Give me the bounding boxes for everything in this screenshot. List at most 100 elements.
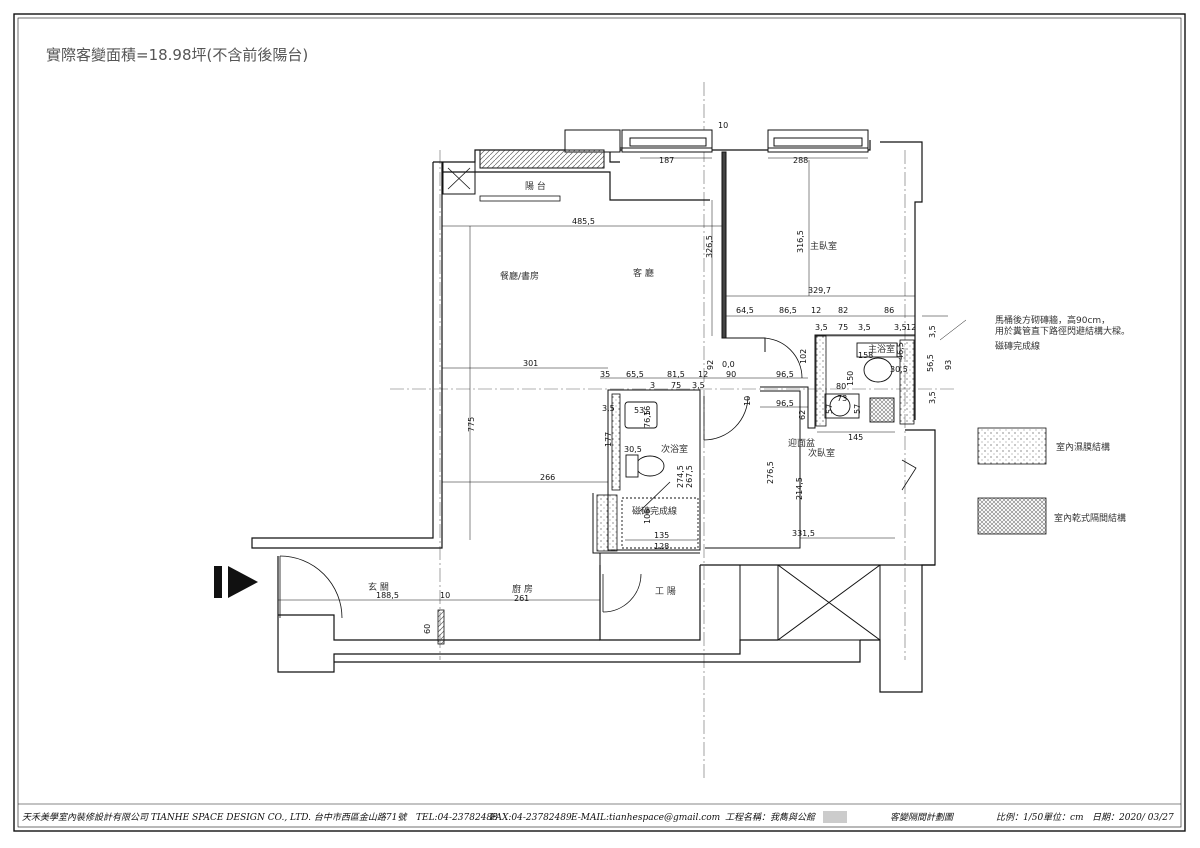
dim-label: 150: [846, 371, 855, 386]
balcony-planter: [479, 149, 605, 169]
dim-label: 56,5: [926, 354, 935, 372]
dim-label: 274,5: [676, 465, 685, 488]
dim-label: 75: [838, 323, 848, 332]
footer-project: 工程名稱：我雋與公館: [725, 812, 817, 823]
entrance-marker: [214, 566, 222, 598]
dim-label: 329,7: [808, 286, 831, 295]
dim-label: 30,5: [624, 445, 642, 454]
dim-label: 60: [423, 624, 432, 634]
dim-label: 3,5: [692, 381, 705, 390]
footer-fax: FAX:04-23782489: [489, 813, 572, 823]
dim-label: 326,5: [705, 235, 714, 258]
dim-label: 86,5: [779, 306, 797, 315]
room-label-service: 工 陽: [655, 586, 676, 597]
master-bath-wet-wall-2: [899, 339, 915, 425]
sheet-border: [13, 13, 1186, 832]
legend-wet-swatch: [977, 427, 1047, 465]
dim-label: 30,5: [890, 365, 908, 374]
dim-label: 12: [906, 323, 916, 332]
kitchen-pillar: [437, 609, 445, 645]
dim-label: 145: [848, 433, 863, 442]
dim-label: 53: [634, 406, 644, 415]
dim-label: 16: [643, 406, 652, 416]
dim-label: 46,5: [896, 342, 905, 360]
exterior-walls: [251, 140, 936, 693]
room-label-living: 客 廳: [633, 267, 654, 279]
dim-label: 331,5: [792, 529, 815, 538]
room-label-kitchen: 廚 房: [512, 583, 533, 595]
sheet-inner-border: [17, 17, 1182, 828]
interior-partitions: [592, 151, 915, 641]
room-label-second-bedroom: 次臥室: [808, 447, 835, 459]
dim-label: 3,5: [602, 404, 615, 413]
footer-email: E-MAIL:tianhespace@gmail.com: [570, 813, 720, 823]
balcony-door: [479, 195, 561, 202]
dim-label: 267,5: [685, 465, 694, 488]
dim-label: 96,5: [776, 399, 794, 408]
room-label-master-bath: 主浴室: [868, 343, 895, 355]
dim-label: 261: [514, 594, 529, 603]
dim-label: 3,5: [928, 325, 937, 338]
dim-label: 75: [671, 381, 681, 390]
dim-label: 0,0: [722, 360, 735, 369]
dim-label: 65,5: [626, 370, 644, 379]
dim-label: 158: [858, 351, 873, 360]
balcony-shaft-cross: [447, 167, 471, 190]
dim-label: 80: [836, 382, 846, 391]
dim-label: 76,5: [643, 410, 652, 428]
legend-dry-label: 室內乾式隔間結構: [1054, 512, 1126, 524]
entrance-arrow-icon: [228, 566, 258, 598]
dim-label: 86: [884, 306, 894, 315]
dim-label: 177: [604, 432, 613, 447]
room-label-entrance: 玄 關: [368, 581, 389, 593]
dim-label: 64,5: [736, 306, 754, 315]
dim-label: 96,5: [776, 370, 794, 379]
room-label-balcony: 陽 台: [525, 180, 546, 192]
dim-label: 3,5: [928, 391, 937, 404]
room-label-vanity: 迎面盆: [788, 437, 815, 449]
footer-date: 日期：2020/ 03/27: [1092, 812, 1174, 823]
dim-label: 62: [798, 410, 807, 420]
second-bath-wet-wall: [611, 393, 621, 491]
dim-label: 10: [743, 396, 752, 406]
dim-label: 10: [440, 591, 450, 600]
dim-label: 73: [837, 394, 847, 403]
dim-label: 35: [600, 370, 610, 379]
note-tile-line-1: 磁磚完成線: [995, 340, 1040, 352]
dim-label: 3,5: [894, 323, 907, 332]
room-label-second-bath: 次浴室: [661, 443, 688, 455]
dim-label: 288: [793, 156, 808, 165]
balcony-shaft: [442, 161, 476, 195]
dimension-texts: 10 187 288 485,5 326,5 316,5 329,7 64,5 …: [376, 121, 953, 634]
dim-label: 3: [650, 381, 655, 390]
footer-tel: TEL:04-23782488: [416, 813, 498, 823]
dim-label: 57: [825, 404, 834, 414]
footer-drawing-name: 客變隔間計劃圖: [890, 812, 955, 823]
note-toilet-wall-2: 用於糞管直下路徑閃避結構大樑。: [995, 325, 1130, 337]
project-name-redaction: [823, 811, 847, 823]
dim-label: 3,5: [815, 323, 828, 332]
dim-label: 276,5: [766, 461, 775, 484]
title-block: 天禾美學室內裝修設計有限公司 TIANHE SPACE DESIGN CO., …: [22, 811, 1174, 823]
legend-wet-label: 室內濕膜結構: [1056, 441, 1110, 453]
dim-label: 135: [654, 531, 669, 540]
plan-title: 實際客變面積=18.98坪(不含前後陽台): [46, 46, 308, 64]
legend-dry-swatch: [977, 497, 1047, 535]
room-label-dining-study: 餐廳/書房: [500, 270, 539, 282]
dim-label: 81,5: [667, 370, 685, 379]
top-windows: [564, 129, 869, 153]
dim-label: 301: [523, 359, 538, 368]
dim-label: 106: [643, 509, 652, 524]
dim-label: 82: [838, 306, 848, 315]
dim-label: 57: [853, 404, 862, 414]
dim-label: 90: [726, 370, 736, 379]
note-tile-line-2: 磁磚完成線: [632, 505, 677, 517]
dim-label: 102: [799, 349, 808, 364]
dim-label: 92: [706, 360, 715, 370]
dim-label: 316,5: [796, 230, 805, 253]
fixtures: [621, 342, 898, 549]
dim-label: 188,5: [376, 591, 399, 600]
dim-label: 93: [944, 360, 953, 370]
